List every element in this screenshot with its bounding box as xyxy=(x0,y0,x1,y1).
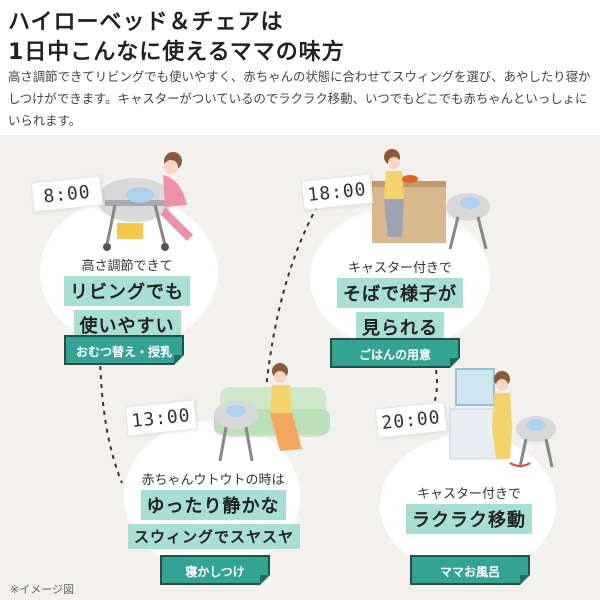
highlight-text: 見られる xyxy=(356,312,444,342)
highlight-text: ラクラク移動 xyxy=(406,504,532,534)
image-note: ※イメージ図 xyxy=(10,583,74,596)
mother-on-sofa-illustration xyxy=(214,363,330,462)
page-title-line-2: 1日中こんなに使えるママの味方 xyxy=(8,40,345,65)
caption-text: 赤ちゃんウトウトの時は xyxy=(141,473,285,488)
caption-text: 高さ調節できて xyxy=(81,259,173,274)
caption-text: キャスター付きで xyxy=(416,487,521,502)
mother-changing-diaper-illustration xyxy=(97,152,193,251)
scene-label-20: ママお風呂 xyxy=(410,555,530,585)
scene-caption-13: 赤ちゃんウトウトの時は ゆったり静かな スウィングでスヤスヤ xyxy=(128,469,301,551)
time-tag-18: 18:00 xyxy=(300,173,374,211)
highlight-text: ゆったり静かな xyxy=(140,490,286,520)
time-tag-20: 20:00 xyxy=(374,401,448,439)
highlight-text: スウィングでスヤスヤ xyxy=(128,524,301,549)
scene-panel: 8:00 高さ調節できて リビングでも 使いやすい おむつ替え・授乳 18:00… xyxy=(0,135,600,600)
caption-text: キャスター付きで xyxy=(347,261,452,276)
highlight-text: リビングでも xyxy=(64,276,190,306)
scene-label-13: 寝かしつけ xyxy=(160,555,270,585)
mother-after-bath-illustration xyxy=(449,368,556,468)
scene-label-18: ごはんの用意 xyxy=(330,338,460,368)
mother-cooking-illustration xyxy=(372,149,490,250)
page-description: 高さ調節できてリビングでも使いやすく、赤ちゃんの状態に合わせてスウィングを選び、… xyxy=(8,69,591,128)
scene-label-8: おむつ替え・授乳 xyxy=(64,335,184,365)
scene-caption-20: キャスター付きで ラクラク移動 xyxy=(394,483,544,536)
scene-caption-8: 高さ調節できて リビングでも 使いやすい xyxy=(52,255,202,342)
time-tag-13: 13:00 xyxy=(124,399,198,437)
page-header: ハイローベッド＆チェアは 1日中こんなに使えるママの味方 高さ調節できてリビング… xyxy=(0,0,600,135)
page-title-line-1: ハイローベッド＆チェアは xyxy=(8,10,284,35)
scene-caption-18: キャスター付きで そばで様子が 見られる xyxy=(320,257,480,344)
highlight-text: そばで様子が xyxy=(337,278,463,308)
